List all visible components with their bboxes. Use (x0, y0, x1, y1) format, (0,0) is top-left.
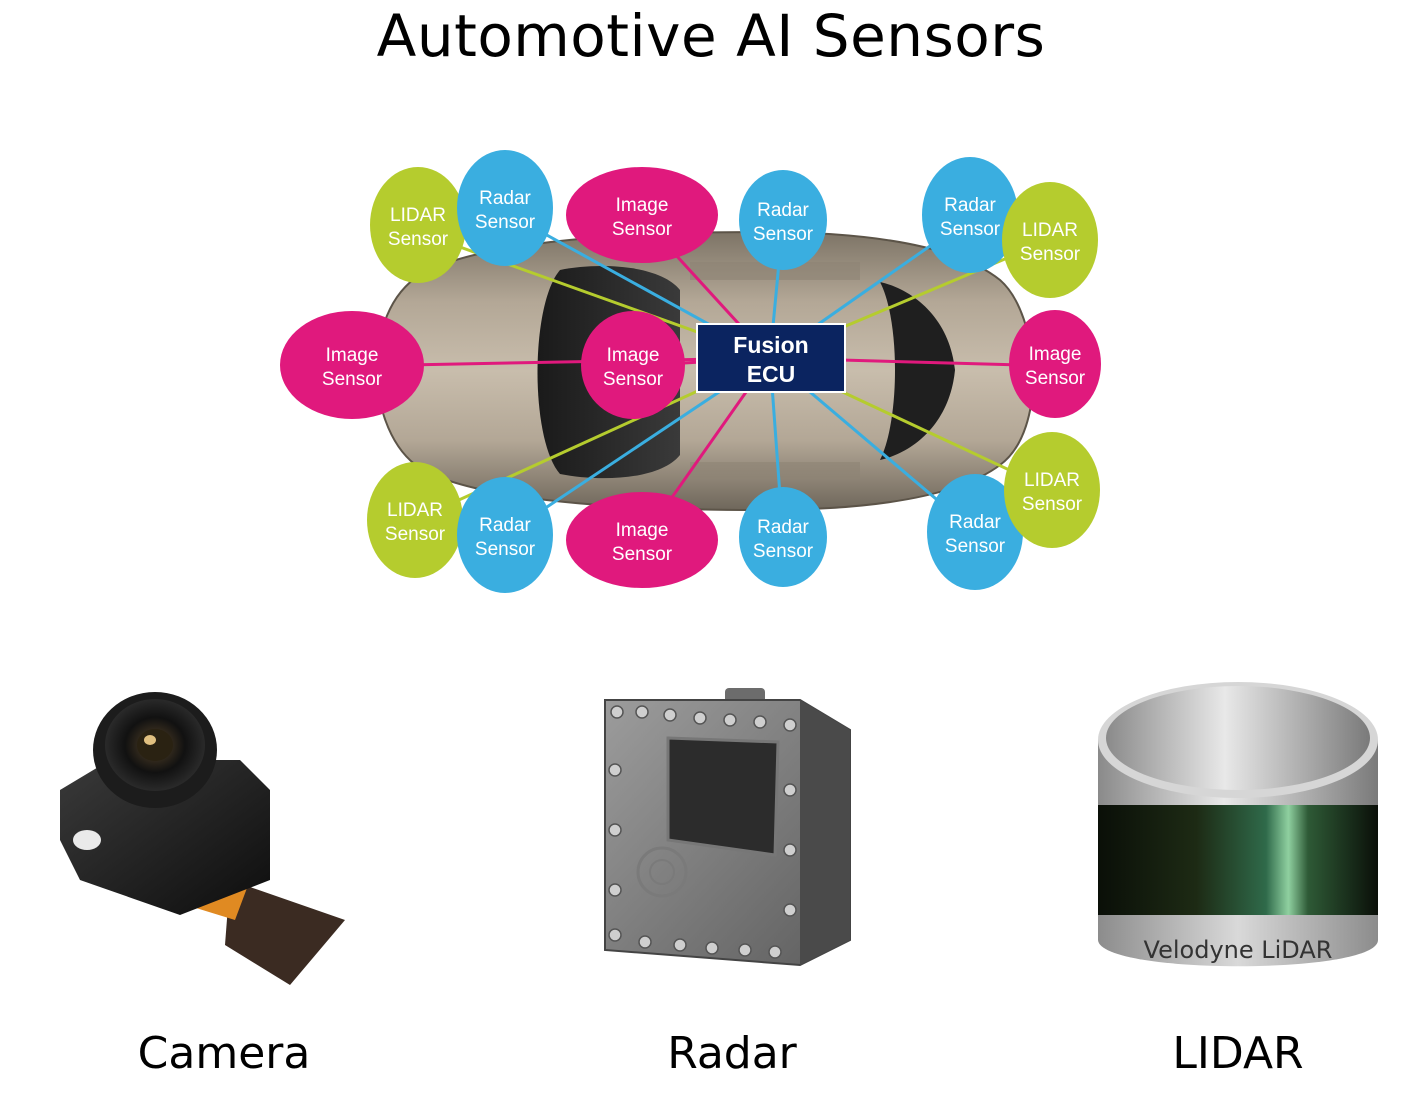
sensor-label-line2: Sensor (753, 541, 814, 562)
caption-camera: Camera (137, 1028, 311, 1079)
sensor-ellipse (739, 170, 827, 270)
sensor-label-line1: LIDAR (390, 205, 446, 226)
sensor-ellipse (280, 311, 424, 419)
radar-bolt (783, 718, 797, 732)
radar-bolt (753, 715, 767, 729)
sensor-node-lidar-bottom-right: LIDAR Sensor (1004, 432, 1100, 548)
fusion-ecu: Fusion ECU (696, 323, 846, 393)
radar-bolt (608, 823, 622, 837)
radar-bolt (635, 705, 649, 719)
radar-bolt (738, 943, 752, 957)
radar-bolt (783, 783, 797, 797)
radar-bolt (783, 903, 797, 917)
sensor-label-line2: Sensor (388, 229, 449, 250)
page-title: Automotive AI Sensors (376, 2, 1046, 70)
sensor-label-line2: Sensor (385, 524, 446, 545)
sensor-ellipse (370, 167, 466, 283)
radar-bolt (608, 928, 622, 942)
radar-bolt (783, 843, 797, 857)
radar-bolt (693, 711, 707, 725)
sensor-label-line1: Radar (479, 188, 531, 209)
sensor-ellipse (927, 474, 1023, 590)
sensor-label-line2: Sensor (753, 224, 814, 245)
radar-bolt (723, 713, 737, 727)
sensor-ellipse (566, 167, 718, 263)
sensor-label-line1: Image (616, 520, 669, 541)
sensor-label-line2: Sensor (475, 212, 536, 233)
sensor-ellipse (581, 311, 685, 419)
ecu-label-line1: Fusion (733, 332, 808, 358)
radar-bolt (705, 941, 719, 955)
caption-lidar: LIDAR (1172, 1028, 1304, 1079)
sensor-node-lidar-bottom-left: LIDAR Sensor (367, 462, 463, 578)
sensor-ellipse (566, 492, 718, 588)
ecu-label-line2: ECU (747, 361, 796, 387)
sensor-label-line2: Sensor (612, 219, 673, 240)
sensor-label-line1: Radar (757, 517, 809, 538)
radar-bolt (638, 935, 652, 949)
sensor-label-line1: Radar (949, 512, 1001, 533)
sensor-ellipse (1002, 182, 1098, 298)
sensor-nodes: LIDARSensorRadarSensorImageSensorRadarSe… (280, 150, 1101, 593)
sensor-label-line1: Image (1029, 344, 1082, 365)
radar-bolt (608, 763, 622, 777)
lidar-brand-label: Velodyne LiDAR (1144, 936, 1333, 964)
sensor-label-line1: Radar (757, 200, 809, 221)
sensor-ellipse (367, 462, 463, 578)
sensor-label-line1: Image (607, 345, 660, 366)
radar-bolt (608, 883, 622, 897)
radar-bolt (673, 938, 687, 952)
sensor-label-line1: Radar (944, 195, 996, 216)
sensor-label-line2: Sensor (1025, 368, 1086, 389)
sensor-label-line2: Sensor (322, 369, 383, 390)
sensor-label-line1: LIDAR (1022, 220, 1078, 241)
sensor-label-line2: Sensor (940, 219, 1001, 240)
sensor-label-line2: Sensor (612, 544, 673, 565)
lidar-product-image: Velodyne LiDAR (1098, 682, 1378, 967)
radar-product-image (604, 688, 851, 967)
sensor-label-line1: LIDAR (387, 500, 443, 521)
radar-bolt (768, 945, 782, 959)
sensor-ellipse (1004, 432, 1100, 548)
sensor-ellipse (1009, 310, 1101, 418)
sensor-label-line1: LIDAR (1024, 470, 1080, 491)
radar-bolt (610, 705, 624, 719)
sensor-ellipse (457, 150, 553, 266)
sensor-label-line1: Image (616, 195, 669, 216)
sensor-label-line1: Image (326, 345, 379, 366)
camera-product-image (60, 692, 345, 985)
sensor-label-line2: Sensor (1020, 244, 1081, 265)
sensor-label-line2: Sensor (475, 539, 536, 560)
sensor-label-line1: Radar (479, 515, 531, 536)
sensor-node-lidar-top-right: LIDAR Sensor (1002, 182, 1098, 298)
caption-radar: Radar (667, 1028, 797, 1079)
sensor-label-line2: Sensor (945, 536, 1006, 557)
sensor-ellipse (457, 477, 553, 593)
sensor-ellipse (739, 487, 827, 587)
sensor-ellipse (922, 157, 1018, 273)
sensor-label-line2: Sensor (603, 369, 664, 390)
sensor-fusion-diagram: LIDARSensorRadarSensorImageSensorRadarSe… (60, 150, 1378, 985)
radar-bolt (663, 708, 677, 722)
sensor-label-line2: Sensor (1022, 494, 1083, 515)
sensor-node-lidar-front-left: LIDAR Sensor (370, 167, 466, 283)
